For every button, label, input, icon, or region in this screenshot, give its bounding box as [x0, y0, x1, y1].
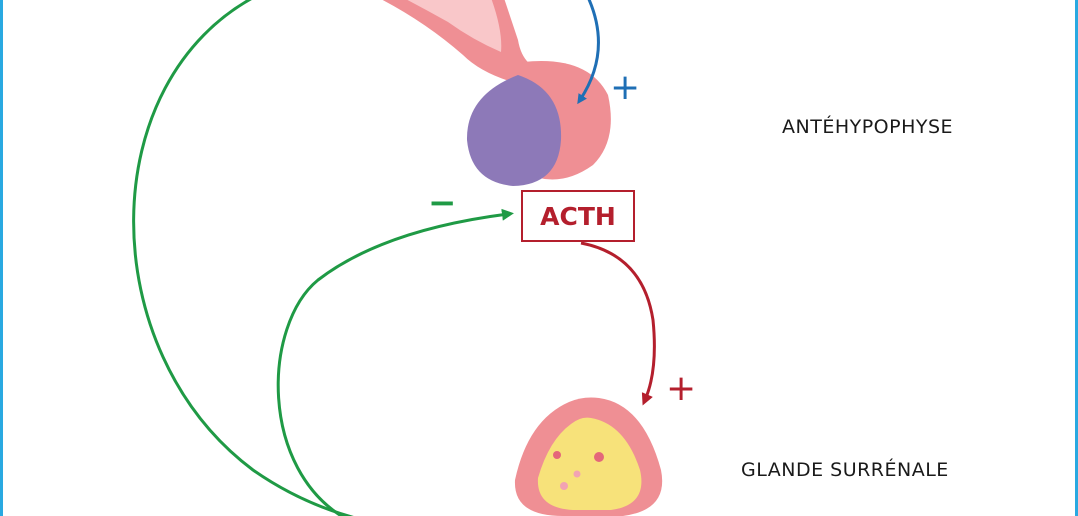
adrenal-dot	[553, 451, 561, 459]
stimulation-plus-sign: +	[610, 67, 641, 108]
adrenal-dot	[573, 470, 581, 478]
adrenal-gland	[514, 397, 663, 516]
feedback-diagram-graphic	[132, 0, 663, 516]
posterior-pituitary-lobe	[466, 75, 562, 186]
acth-hormone-box: ACTH	[521, 190, 635, 242]
adrenal-dot	[594, 452, 604, 462]
feedback-loop-inner	[276, 208, 514, 516]
stimulation-arrow-blue	[577, 0, 600, 105]
inhibition-minus-sign: −	[428, 183, 457, 223]
acth-label: ACTH	[540, 201, 616, 231]
acth-arrow-red	[580, 241, 656, 406]
label-antehypophyse: ANTÉHYPOPHYSE	[782, 116, 954, 138]
label-glande-surrenale: GLANDE SURRÉNALE	[741, 459, 949, 481]
acth-stimulation-plus-sign: +	[666, 368, 697, 409]
pituitary-stalk	[382, 0, 551, 85]
feedback-loop-outer	[132, 0, 354, 516]
adrenal-dot	[560, 482, 568, 490]
